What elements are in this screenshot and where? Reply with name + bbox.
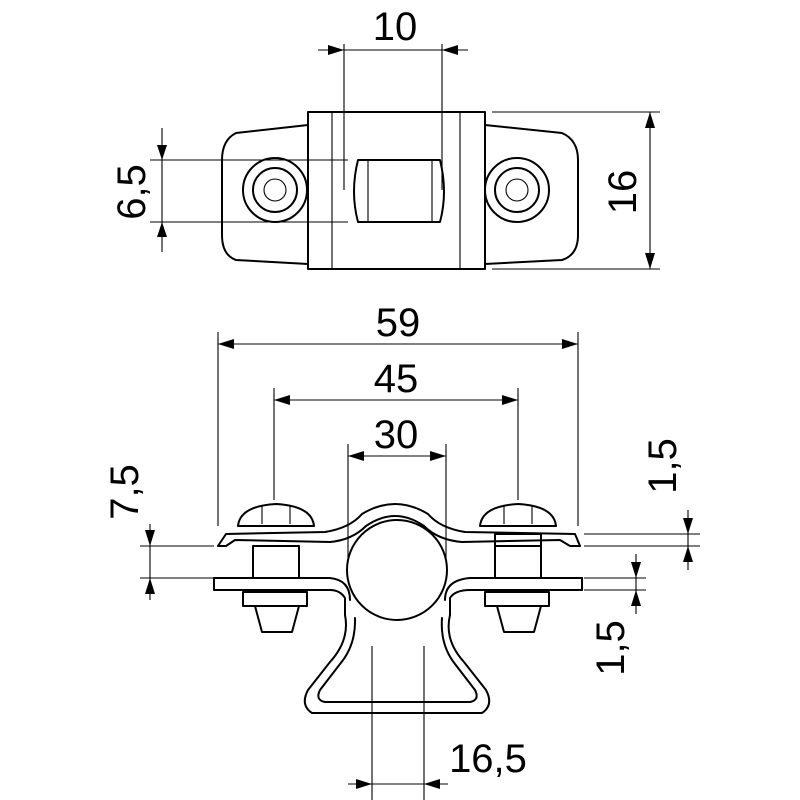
dim-label-top-16: 16: [601, 170, 645, 215]
top-view-right-ear: [484, 124, 579, 265]
top-view: 10 6,5 16: [110, 5, 660, 270]
dim-label-45: 45: [374, 357, 419, 401]
top-view-center-band: [307, 111, 486, 270]
dim-label-59: 59: [376, 301, 421, 345]
top-view-right-hole: [484, 157, 550, 223]
top-view-left-hole: [242, 157, 308, 223]
dim-label-top-10: 10: [373, 5, 418, 49]
front-view-lower-strap: [213, 577, 346, 616]
front-view-right-screw: [479, 503, 557, 633]
top-view-slot: [353, 159, 445, 223]
front-view-upper-strap: [217, 503, 581, 547]
front-view-pipe: [346, 519, 448, 621]
dim-label-30: 30: [374, 413, 419, 457]
top-view-left-ear: [221, 124, 309, 265]
dim-label-16-5: 16,5: [449, 737, 527, 781]
dim-label-1-5-bottom: 1,5: [589, 620, 633, 676]
dim-label-1-5-top: 1,5: [641, 438, 685, 494]
dim-label-7-5: 7,5: [103, 464, 147, 520]
front-view-left-screw: [237, 503, 315, 633]
front-view: 59 45 30 7,5 1,5 1,5: [103, 301, 700, 800]
dim-label-top-6-5: 6,5: [110, 164, 154, 220]
front-view-bottom-loop: [303, 614, 491, 714]
